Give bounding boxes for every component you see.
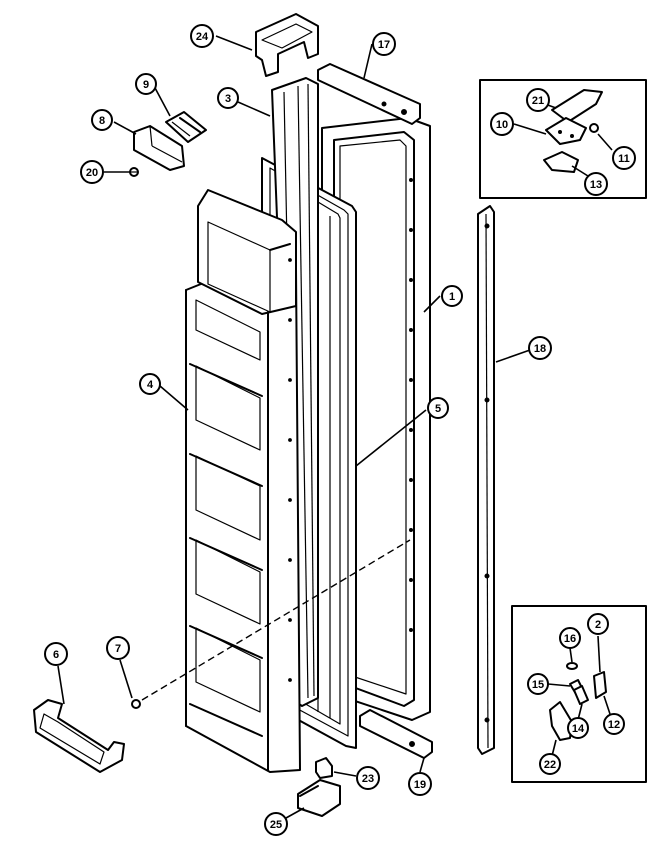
callout-7: 7 <box>106 636 130 660</box>
callout-label-11: 11 <box>618 153 630 165</box>
shelf-rows <box>189 299 263 737</box>
callout-label-14: 14 <box>572 723 585 735</box>
callout-5: 5 <box>427 397 449 419</box>
callout-19: 19 <box>408 772 432 796</box>
callouts: 24 17 3 9 8 20 1 5 4 18 21 10 11 13 6 7 … <box>44 24 636 836</box>
inset-box-cam <box>511 605 647 783</box>
callout-15: 15 <box>527 673 549 695</box>
part-bottom-piece-23 <box>315 757 333 779</box>
callout-label-17: 17 <box>378 39 390 51</box>
part-bottom-bracket <box>359 709 433 759</box>
callout-label-24: 24 <box>196 31 209 43</box>
callout-label-23: 23 <box>362 773 374 785</box>
callout-label-12: 12 <box>608 719 620 731</box>
callout-10: 10 <box>490 112 514 136</box>
callout-label-18: 18 <box>534 343 546 355</box>
callout-25: 25 <box>264 812 288 836</box>
part-hinge-cover <box>255 13 319 77</box>
callout-22: 22 <box>539 753 561 775</box>
callout-label-13: 13 <box>590 179 602 191</box>
callout-20: 20 <box>80 160 104 184</box>
callout-18: 18 <box>528 336 552 360</box>
callout-21: 21 <box>526 88 550 112</box>
inset-box-hinge <box>479 79 647 199</box>
part-top-bracket <box>317 63 421 125</box>
callout-label-7: 7 <box>115 643 121 655</box>
callout-label-9: 9 <box>143 79 149 91</box>
callout-3: 3 <box>217 87 239 109</box>
callout-8: 8 <box>91 109 113 131</box>
part-bottom-cover-25 <box>297 779 341 817</box>
callout-label-8: 8 <box>99 115 105 127</box>
callout-label-22: 22 <box>544 759 556 771</box>
callout-label-15: 15 <box>532 679 544 691</box>
callout-14: 14 <box>567 717 589 739</box>
callout-23: 23 <box>356 766 380 790</box>
part-screw-20 <box>129 167 139 177</box>
callout-label-4: 4 <box>147 379 154 391</box>
callout-label-10: 10 <box>496 119 508 131</box>
callout-label-20: 20 <box>86 167 98 179</box>
callout-label-21: 21 <box>532 95 544 107</box>
callout-12: 12 <box>603 713 625 735</box>
callout-16: 16 <box>559 627 581 649</box>
callout-4: 4 <box>139 373 161 395</box>
callout-label-3: 3 <box>225 93 231 105</box>
callout-9: 9 <box>135 73 157 95</box>
callout-6: 6 <box>44 642 68 666</box>
part-handle-strip <box>477 205 495 755</box>
callout-11: 11 <box>612 146 636 170</box>
callout-label-16: 16 <box>564 633 576 645</box>
part-handle-piece-9 <box>165 111 207 143</box>
callout-label-5: 5 <box>435 403 441 415</box>
callout-24: 24 <box>190 24 214 48</box>
part-screw-7 <box>131 539 411 709</box>
part-door-liner <box>185 189 301 773</box>
callout-label-6: 6 <box>53 649 59 661</box>
part-handle-trim-6 <box>33 699 125 773</box>
callout-13: 13 <box>584 172 608 196</box>
callout-label-1: 1 <box>449 291 455 303</box>
callout-2: 2 <box>587 613 609 635</box>
callout-1: 1 <box>441 285 463 307</box>
callout-label-19: 19 <box>414 779 426 791</box>
callout-17: 17 <box>372 32 396 56</box>
leader-lines <box>57 35 613 819</box>
part-handle-bracket-8 <box>133 125 185 171</box>
callout-label-25: 25 <box>270 819 282 831</box>
callout-label-2: 2 <box>595 619 601 631</box>
